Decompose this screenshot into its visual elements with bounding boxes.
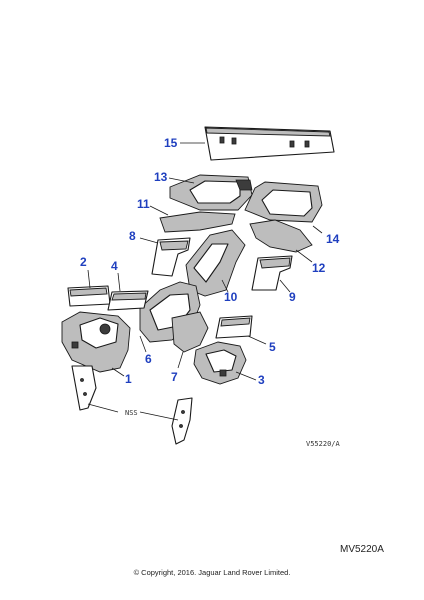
part-nss-piece-right[interactable] [171,397,193,445]
callout-3: 3 [258,373,265,387]
part-1-footwell-insulation-left[interactable] [61,311,131,373]
callout-5: 5 [269,340,276,354]
callout-14: 14 [326,232,340,246]
part-nss-piece-left[interactable] [71,365,97,411]
part-13-rear-floor-insulation-left[interactable] [169,174,253,211]
callout-13: 13 [154,170,168,184]
callout-1: 1 [125,372,132,386]
part-5-bulkhead-pad-front-right[interactable] [215,315,253,339]
part-14-rear-floor-insulation-right[interactable] [244,181,323,223]
part-12-insulation-pad-right[interactable] [249,219,313,253]
callout-9: 9 [289,290,296,304]
drawing-reference: V55220/A [306,440,341,448]
callout-8: 8 [129,229,136,243]
copyright-notice: © Copyright, 2016. Jaguar Land Rover Lim… [133,568,291,577]
callout-10: 10 [224,290,238,304]
part-11-insulation-pad-left[interactable] [159,211,236,233]
part-3-footwell-insulation-right[interactable] [193,341,247,385]
callout-12: 12 [312,261,326,275]
part-4-bulkhead-pad-right[interactable] [107,290,149,311]
diagram-code: MV5220A [340,544,384,555]
callout-4: 4 [111,259,118,273]
part-2-bulkhead-pad-left[interactable] [67,285,111,307]
callout-6: 6 [145,352,152,366]
callout-15: 15 [164,136,178,150]
part-15-rear-insulation-panel[interactable] [204,126,335,161]
leader-lines [87,142,323,421]
callout-11: 11 [137,197,150,211]
nss-label: NSS [125,409,138,417]
callout-2: 2 [80,255,87,269]
part-8-floor-pad-left[interactable] [151,237,191,277]
callout-7: 7 [171,370,178,384]
part-9-floor-pad-right[interactable] [251,255,293,291]
part-7-front-floor-insulation[interactable] [171,311,209,353]
